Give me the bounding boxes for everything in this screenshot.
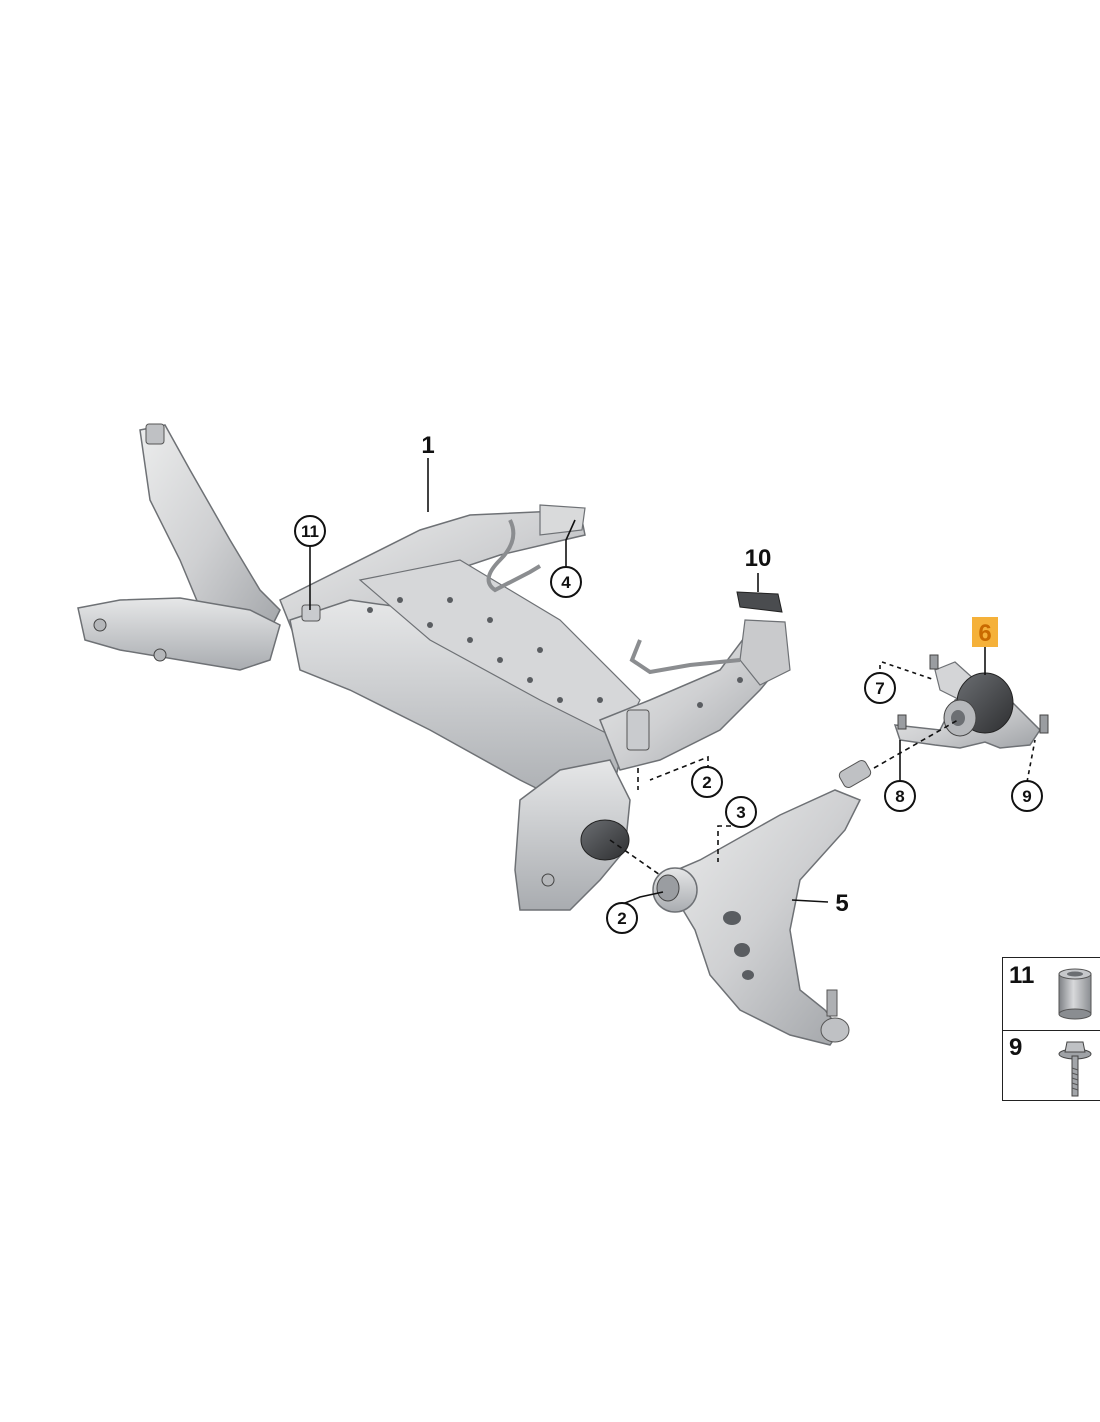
callout-7-label: 7: [875, 679, 884, 698]
callout-9-label: 9: [1022, 787, 1031, 806]
callout-6-label: 6: [978, 620, 991, 647]
callout-2-upper-label: 2: [702, 773, 711, 792]
legend-row-bolt[interactable]: 9: [1003, 1030, 1100, 1102]
front-axle-subframe[interactable]: [77, 423, 791, 911]
callout-5-label: 5: [835, 890, 848, 917]
callout-6[interactable]: 6: [972, 617, 998, 647]
flange-bolt-icon: [1055, 1038, 1095, 1105]
leader-lines: [309, 458, 1036, 906]
highlight-marker: [972, 617, 998, 647]
callout-11-label: 11: [301, 522, 319, 541]
callout-2-upper[interactable]: 2: [691, 766, 723, 798]
callout-4[interactable]: 4: [550, 566, 582, 598]
callout-9[interactable]: 9: [1011, 780, 1043, 812]
small-parts-legend: 11 9: [1002, 957, 1100, 1101]
callout-1[interactable]: 1: [421, 432, 434, 459]
callout-5[interactable]: 5: [835, 890, 848, 917]
callout-7[interactable]: 7: [864, 672, 896, 704]
wishbone-control-arm[interactable]: [652, 759, 872, 1046]
callout-2-lower-label: 2: [617, 909, 626, 928]
callout-8[interactable]: 8: [884, 780, 916, 812]
legend-row-bushing[interactable]: 11: [1003, 958, 1100, 1031]
callout-8-label: 8: [895, 787, 904, 806]
callout-1-label: 1: [421, 432, 434, 459]
callout-3-label: 3: [736, 803, 745, 822]
legend-row-number: 11: [1009, 962, 1035, 989]
callout-4-label: 4: [561, 573, 571, 592]
legend-row-number: 9: [1009, 1034, 1023, 1061]
callout-2-lower[interactable]: 2: [606, 902, 638, 934]
callout-10[interactable]: 10: [745, 545, 772, 572]
protection-pad-part[interactable]: [736, 591, 783, 613]
bushing-sleeve-icon: [1055, 966, 1095, 1025]
callout-10-label: 10: [745, 545, 772, 572]
callout-3[interactable]: 3: [725, 796, 757, 828]
callout-11[interactable]: 11: [294, 515, 326, 547]
rubber-mount-assembly[interactable]: [893, 654, 1049, 749]
